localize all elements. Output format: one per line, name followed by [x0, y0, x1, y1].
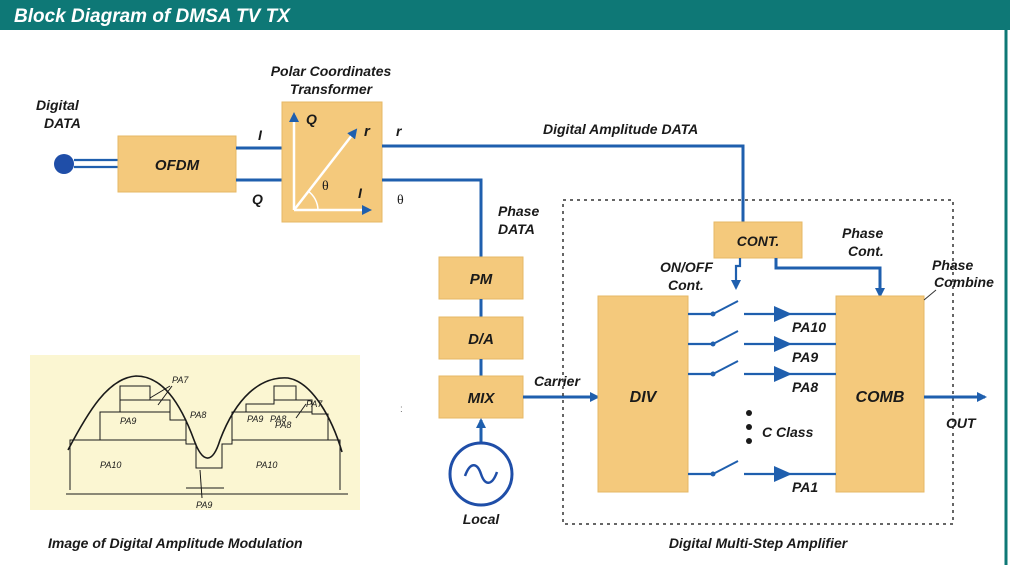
polar-theta-label: θ — [322, 179, 329, 194]
mix-label: MIX — [468, 390, 496, 407]
switch-blade — [712, 330, 739, 345]
inset-pa-label: PA7 — [306, 399, 323, 409]
stray-mark: : — [400, 404, 403, 415]
polar-i-label: I — [358, 185, 363, 201]
ellipsis-dot — [746, 410, 752, 416]
phase-data-line1: Phase — [498, 203, 539, 219]
mix-block — [438, 375, 524, 419]
switch-blade — [712, 300, 739, 315]
div-label: DIV — [630, 389, 658, 406]
sine-icon — [463, 464, 499, 484]
q-in-label: Q — [252, 191, 263, 207]
comb-label: COMB — [856, 389, 905, 406]
header-bar — [0, 0, 1010, 30]
wire-phase-cont — [774, 258, 885, 298]
dms-caption: Digital Multi-Step Amplifier — [669, 535, 849, 551]
phase-combine-pointer — [923, 289, 937, 301]
da-block — [438, 316, 524, 360]
carrier-label: Carrier — [534, 373, 581, 389]
c-class-label: C Class — [762, 424, 814, 440]
pa-amplifier-triangle — [774, 366, 792, 382]
phase-cont-line2: Cont. — [848, 243, 884, 259]
inset-pa-label: PA8 — [190, 410, 206, 420]
pa-label: PA9 — [792, 349, 818, 365]
polar-q-label: Q — [306, 111, 317, 127]
inset-pa-label: PA9 — [196, 500, 212, 510]
pm-label: PM — [470, 271, 493, 288]
inset-envelope — [67, 375, 343, 459]
r-out-label: r — [396, 123, 403, 139]
local-label: Local — [463, 511, 501, 527]
polar-title-line1: Polar Coordinates — [271, 63, 392, 79]
inset-leader — [199, 469, 203, 499]
polar-r-label: r — [364, 123, 371, 140]
inset-pa-label: PA8 — [275, 420, 291, 430]
wire-on-off — [731, 258, 742, 290]
switch-blade — [712, 460, 739, 475]
i-in-label: I — [258, 127, 263, 143]
inset-pa-label: PA10 — [256, 460, 277, 470]
inset-leader — [295, 403, 307, 419]
pa-label: PA1 — [792, 479, 818, 495]
phase-data-line2: DATA — [498, 221, 535, 237]
polar-title-line2: Transformer — [290, 81, 374, 97]
switch-blade — [712, 360, 739, 375]
cont-block — [713, 221, 803, 259]
inset-pa-label: PA7 — [172, 375, 189, 385]
pa-amplifier-triangle — [774, 466, 792, 482]
header-title: Block Diagram of DMSA TV TX — [14, 6, 291, 27]
polar-theta-arc — [307, 190, 319, 211]
out-label: OUT — [946, 415, 977, 431]
ofdm-label: OFDM — [155, 157, 200, 174]
amplitude-data-label: Digital Amplitude DATA — [543, 121, 698, 137]
inset-steps — [69, 385, 341, 490]
inset-pa-label: PA9 — [247, 414, 263, 424]
polar-r-vector — [293, 128, 358, 211]
comb-block — [835, 295, 925, 493]
cont-label: CONT. — [737, 233, 780, 249]
amplifier-lane: PA10 — [688, 300, 836, 335]
ofdm-block — [117, 135, 237, 193]
inset-caption: Image of Digital Amplitude Modulation — [48, 535, 303, 551]
input-label-line2: DATA — [44, 115, 81, 131]
inset-leader — [157, 385, 173, 406]
input-label-line1: Digital — [36, 97, 80, 113]
phase-combine-line2: Combine — [934, 274, 994, 290]
input-node — [54, 154, 74, 174]
ellipsis-dot — [746, 424, 752, 430]
inset-panel — [30, 355, 360, 510]
inset-leader — [149, 385, 171, 399]
pa-amplifier-triangle — [774, 336, 792, 352]
phase-combine-line1: Phase — [932, 257, 973, 273]
wire-phase — [382, 178, 483, 257]
pa-label: PA10 — [792, 319, 826, 335]
phase-cont-line1: Phase — [842, 225, 883, 241]
inset-figure — [66, 375, 348, 499]
inset-pa-label: PA8 — [270, 414, 286, 424]
wire-amplitude — [382, 144, 745, 222]
inset-pa-label: PA10 — [100, 460, 121, 470]
on-off-line1: ON/OFF — [660, 259, 713, 275]
pa-label: PA8 — [792, 379, 818, 395]
ellipsis-dot — [746, 438, 752, 444]
theta-out-label: θ — [397, 193, 404, 208]
pm-block — [438, 256, 524, 300]
inset-pa-label: PA9 — [120, 416, 136, 426]
pa-amplifier-triangle — [774, 306, 792, 322]
amplifier-lane: PA9 — [688, 330, 836, 365]
on-off-line2: Cont. — [668, 277, 704, 293]
amplifier-lane: PA1 — [688, 460, 836, 495]
div-block — [597, 295, 689, 493]
da-label: D/A — [468, 331, 494, 348]
amplifier-lane: PA8 — [688, 360, 836, 395]
